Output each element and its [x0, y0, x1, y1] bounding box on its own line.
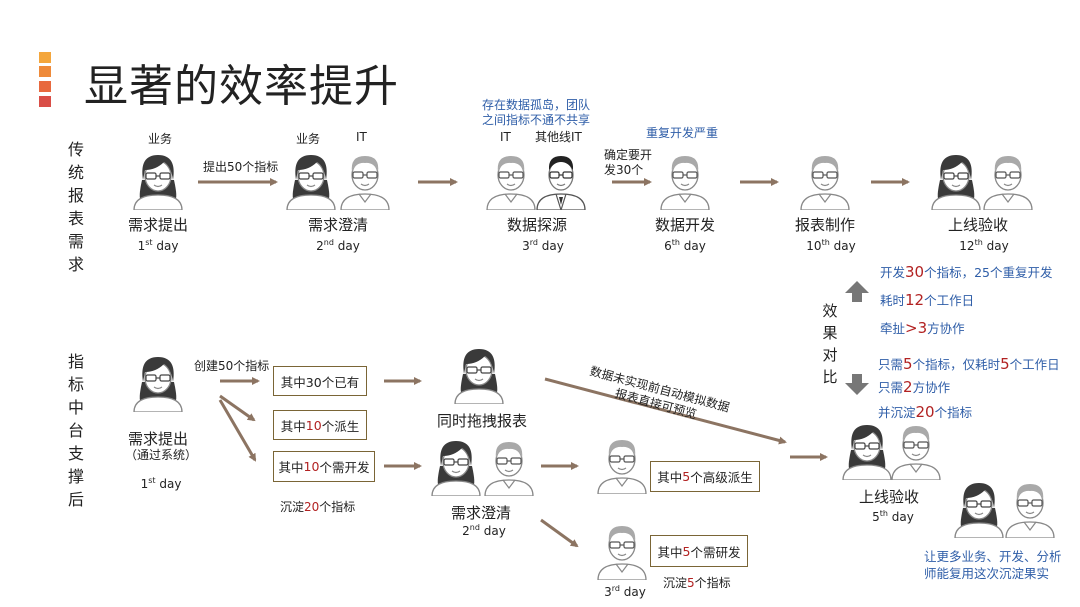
- avatar-other-it: [536, 155, 586, 210]
- day-p1: 1st day: [140, 476, 182, 491]
- stage-acceptance: 上线验收: [947, 216, 1008, 234]
- avatar-reuse-it: [1005, 483, 1055, 538]
- stage-platform-clarify: 需求澄清: [450, 504, 511, 522]
- accent-bar-4: [39, 96, 51, 107]
- accent-bar-3: [39, 81, 51, 92]
- role-it: IT: [356, 130, 367, 144]
- day-12: 12th day: [959, 238, 1009, 253]
- avatar-it: [340, 155, 390, 210]
- stage-demand-raise: 需求提出: [127, 216, 188, 234]
- arrow-p-rd: [540, 518, 579, 548]
- stat-before-days: 耗时12个工作日: [880, 291, 975, 309]
- avatar-clarify-it: [484, 441, 534, 496]
- arrow-label-confirm-1: 确定要开: [604, 148, 653, 162]
- avatar-adv-dev: [597, 439, 647, 494]
- arrow-p-diagonal: [544, 377, 787, 445]
- role-business-2: 业务: [296, 132, 321, 146]
- day-p3: 3rd day: [604, 584, 646, 599]
- page-title: 显著的效率提升: [84, 61, 399, 112]
- stage-platform-raise-sub: （通过系统）: [124, 448, 197, 462]
- arrow-up-icon: [845, 281, 869, 302]
- note-data-silo-2: 之间指标不通不共享: [482, 113, 591, 127]
- avatar-accept-business: [931, 154, 981, 210]
- avatar-business-2: [286, 154, 336, 210]
- day-p2: 2nd day: [462, 523, 506, 538]
- avatar-clarify-business: [431, 440, 481, 496]
- stat-after-settled: 并沉淀20个指标: [878, 403, 973, 421]
- accent-bar-1: [39, 52, 51, 63]
- role-it-2: IT: [500, 130, 511, 144]
- avatar-rd-dev: [597, 525, 647, 580]
- stat-after-metrics: 只需5个指标，仅耗时5个工作日: [878, 355, 1060, 373]
- stage-drag-report: 同时拖拽报表: [436, 412, 527, 430]
- stage-final-accept: 上线验收: [858, 488, 919, 506]
- avatar-report-maker: [800, 155, 850, 210]
- avatar-platform-business: [133, 356, 183, 412]
- reuse-note-1: 让更多业务、开发、分析: [924, 549, 1062, 564]
- avatar-accept-it: [983, 155, 1033, 210]
- stat-before-metrics: 开发30个指标，25个重复开发: [880, 263, 1053, 281]
- day-2: 2nd day: [316, 238, 360, 253]
- arrow-label-confirm-2: 发30个: [604, 163, 644, 177]
- create-metrics-label: 创建50个指标: [194, 359, 270, 373]
- stage-data-dev: 数据开发: [654, 216, 715, 234]
- arrow-p-develop: [218, 399, 257, 462]
- stage-platform-raise: 需求提出: [127, 430, 188, 448]
- avatar-drag-report: [454, 348, 504, 404]
- arrow-p-derived: [219, 394, 256, 422]
- arrow-down-icon: [845, 374, 869, 395]
- day-p5: 5th day: [872, 509, 914, 524]
- avatar-business: [133, 154, 183, 210]
- settle-20: 沉淀20个指标: [280, 500, 356, 514]
- arrow-label-50-metrics: 提出50个指标: [203, 160, 279, 174]
- day-1: 1st day: [137, 238, 179, 253]
- box-existing: 其中30个已有: [273, 366, 367, 396]
- note-duplicate-dev: 重复开发严重: [646, 126, 719, 140]
- stat-after-parties: 只需2方协作: [878, 378, 951, 396]
- accent-bar-2: [39, 66, 51, 77]
- stage-clarify: 需求澄清: [307, 216, 368, 234]
- reuse-note-2: 师能复用这次沉淀果实: [924, 566, 1050, 581]
- stat-before-parties: 牵扯>3方协作: [880, 319, 965, 337]
- role-other-it: 其他线IT: [535, 130, 582, 144]
- avatar-reuse-business: [954, 482, 1004, 538]
- stage-data-source: 数据探源: [506, 216, 567, 234]
- avatar-developer: [660, 155, 710, 210]
- comparison-label: 效果对比: [822, 302, 838, 386]
- day-10: 10th day: [806, 238, 856, 253]
- day-6: 6th day: [664, 238, 706, 253]
- note-data-silo-1: 存在数据孤岛，团队: [482, 98, 591, 112]
- day-3: 3rd day: [522, 238, 564, 253]
- settle-5: 沉淀5个指标: [663, 576, 731, 590]
- role-business: 业务: [148, 132, 173, 146]
- row-label-platform: 指标中台支撑后: [67, 352, 84, 509]
- avatar-final-it: [891, 425, 941, 480]
- stage-report: 报表制作: [794, 216, 855, 234]
- row-label-traditional: 传统报表需求: [67, 140, 84, 274]
